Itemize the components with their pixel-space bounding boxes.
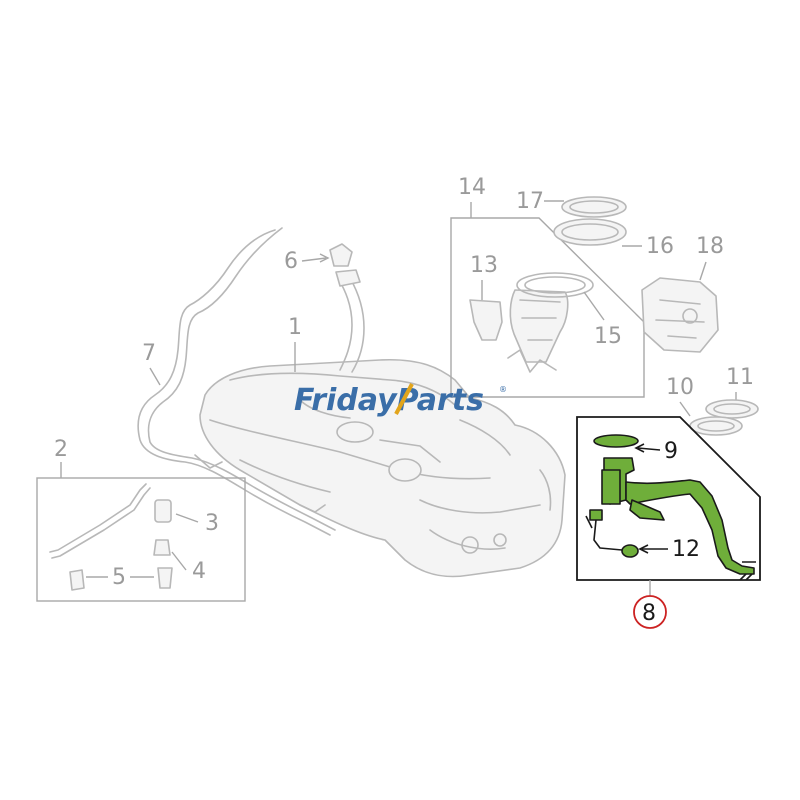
callout-16: 16 bbox=[646, 234, 674, 259]
highlight-ring bbox=[633, 595, 667, 629]
callout-10: 10 bbox=[666, 375, 694, 400]
callout-17: 17 bbox=[516, 189, 544, 214]
callout-8: 8 bbox=[642, 601, 656, 626]
seal-9 bbox=[593, 434, 639, 448]
watermark-logo: FridayParts ® bbox=[294, 383, 507, 418]
callout-1: 1 bbox=[288, 315, 302, 340]
seal-rings: 11 10 bbox=[666, 365, 759, 436]
callout-4: 4 bbox=[192, 559, 206, 584]
callout-13: 13 bbox=[470, 253, 498, 278]
callout-12: 12 bbox=[672, 537, 700, 562]
fuel-pump-module bbox=[585, 457, 756, 581]
callout-11: 11 bbox=[726, 365, 754, 390]
callout-9: 9 bbox=[664, 439, 678, 464]
watermark-word1: Friday bbox=[294, 383, 398, 418]
callout-2: 2 bbox=[54, 437, 68, 462]
callout-15: 15 bbox=[594, 324, 622, 349]
group-2-box: 2 3 4 5 bbox=[36, 437, 246, 602]
filler-neck bbox=[329, 243, 365, 373]
group-14-box: 14 13 15 17 16 18 bbox=[450, 175, 724, 398]
group-8-box: 9 12 8 bbox=[576, 416, 761, 629]
callout-6: 6 bbox=[284, 249, 298, 274]
svg-text:FridayParts: FridayParts bbox=[294, 383, 484, 418]
callout-5: 5 bbox=[112, 565, 126, 590]
callout-3: 3 bbox=[205, 511, 219, 536]
fuel-tank bbox=[199, 358, 566, 578]
watermark-trademark: ® bbox=[499, 385, 507, 394]
callout-14: 14 bbox=[458, 175, 486, 200]
callout-18: 18 bbox=[696, 234, 724, 259]
callout-7: 7 bbox=[142, 341, 156, 366]
watermark-slash bbox=[394, 383, 414, 415]
